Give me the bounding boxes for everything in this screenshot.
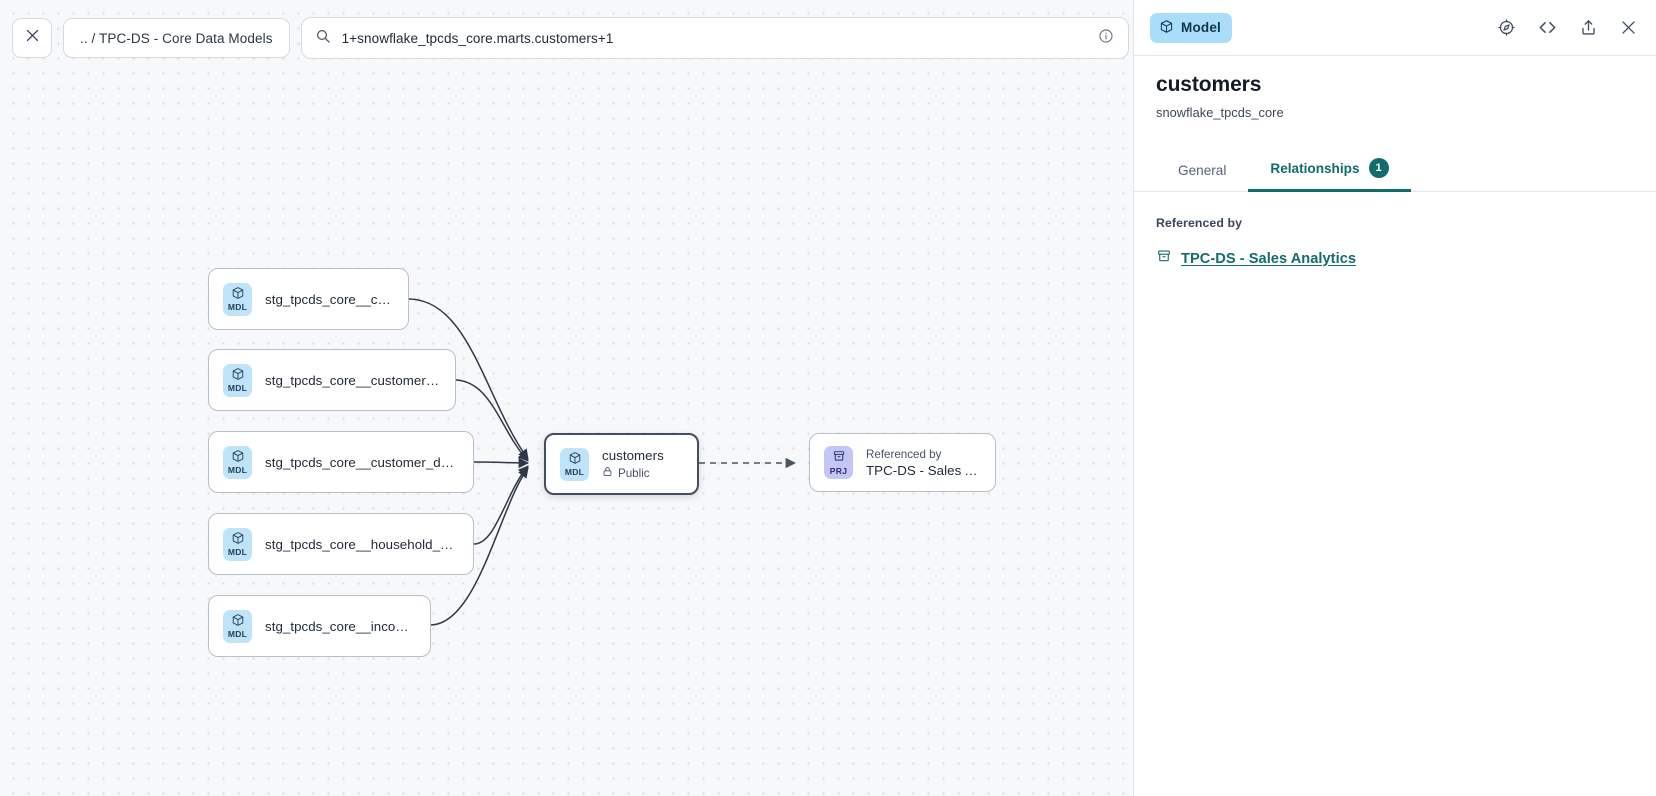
entity-type-label: Model (1181, 20, 1221, 35)
node-text: stg_tpcds_core__customer_address (265, 373, 441, 388)
panel-header-divider (1134, 55, 1656, 56)
node-text: stg_tpcds_core__income_band (265, 619, 416, 634)
graph-node[interactable]: MDL stg_tpcds_core__customer (208, 268, 409, 330)
node-title: TPC-DS - Sales Analytics (866, 462, 981, 478)
code-icon[interactable] (1537, 17, 1558, 38)
panel-subtitle: snowflake_tpcds_core (1156, 105, 1284, 120)
node-title: stg_tpcds_core__customer_address (265, 372, 441, 388)
node-visibility-label: Public (618, 466, 650, 480)
referenced-by-item[interactable]: TPC-DS - Sales Analytics (1156, 248, 1634, 269)
badge-label: MDL (227, 547, 248, 558)
node-text: stg_tpcds_core__customer (265, 292, 394, 307)
node-title: stg_tpcds_core__customer_demogra… (265, 454, 459, 470)
details-panel-header: Model (1134, 0, 1656, 55)
node-title: stg_tpcds_core__customer (265, 291, 394, 307)
model-type-badge: MDL (223, 282, 252, 316)
badge-label: MDL (227, 629, 248, 640)
cube-icon (1159, 19, 1174, 37)
breadcrumb-label: .. / TPC-DS - Core Data Models (80, 30, 273, 46)
node-title: customers (602, 448, 664, 463)
node-title: stg_tpcds_core__income_band (265, 618, 416, 634)
close-lineage-button[interactable] (12, 18, 52, 58)
graph-node-project[interactable]: PRJ Referenced by TPC-DS - Sales Analyti… (809, 433, 996, 492)
badge-label: PRJ (829, 465, 848, 476)
model-type-badge: MDL (560, 447, 589, 481)
lineage-graph: MDL stg_tpcds_core__customer MDL stg_tpc… (208, 268, 996, 657)
panel-heading-block: customers snowflake_tpcds_core (1134, 56, 1656, 120)
node-text: stg_tpcds_core__household_demogr… (265, 537, 459, 552)
panel-tabs: General Relationships 1 (1134, 149, 1656, 192)
graph-node[interactable]: MDL stg_tpcds_core__household_demogr… (208, 513, 474, 575)
tab-relationships-label: Relationships (1270, 160, 1360, 176)
node-text: Referenced by TPC-DS - Sales Analytics (866, 448, 981, 478)
node-visibility: Public (602, 466, 664, 480)
tab-relationships[interactable]: Relationships 1 (1248, 149, 1411, 192)
cube-icon (568, 451, 582, 467)
referenced-by-label: Referenced by (1156, 216, 1243, 230)
model-type-badge: MDL (223, 609, 252, 643)
tab-general-label: General (1178, 163, 1227, 178)
panel-action-bar (1497, 17, 1638, 38)
cube-icon (231, 613, 245, 629)
graph-node[interactable]: MDL stg_tpcds_core__customer_address (208, 349, 456, 411)
model-type-badge: MDL (223, 445, 252, 479)
explore-icon[interactable] (1497, 18, 1516, 37)
tab-relationships-count: 1 (1368, 158, 1389, 178)
page-title: customers (1156, 73, 1262, 96)
project-icon (1156, 248, 1172, 269)
entity-type-chip[interactable]: Model (1150, 12, 1232, 43)
lock-icon (602, 466, 613, 480)
share-icon[interactable] (1579, 18, 1598, 37)
graph-node[interactable]: MDL stg_tpcds_core__customer_demogra… (208, 431, 474, 493)
lineage-search[interactable]: 1+snowflake_tpcds_core.marts.customers+1 (300, 17, 1129, 59)
node-text: stg_tpcds_core__customer_demogra… (265, 455, 459, 470)
cube-icon (231, 367, 245, 383)
search-input[interactable]: 1+snowflake_tpcds_core.marts.customers+1 (341, 30, 614, 46)
breadcrumb[interactable]: .. / TPC-DS - Core Data Models (63, 18, 290, 58)
node-text: customers Public (602, 448, 664, 480)
lineage-canvas[interactable]: .. / TPC-DS - Core Data Models 1+snowfla… (0, 0, 1133, 796)
details-panel: Model customers snowflake_tpcds_co (1133, 0, 1656, 796)
search-icon (315, 28, 331, 49)
cube-icon (231, 449, 245, 465)
canvas-toolbar: .. / TPC-DS - Core Data Models 1+snowfla… (12, 17, 1133, 59)
project-icon (832, 449, 846, 465)
model-type-badge: MDL (223, 363, 252, 397)
badge-label: MDL (227, 302, 248, 313)
model-type-badge: MDL (223, 527, 252, 561)
close-icon[interactable] (1619, 18, 1638, 37)
project-type-badge: PRJ (824, 446, 853, 479)
graph-node-selected[interactable]: MDL customers Public (544, 433, 699, 495)
graph-node[interactable]: MDL stg_tpcds_core__income_band (208, 595, 431, 657)
cube-icon (231, 531, 245, 547)
referenced-by-link-label: TPC-DS - Sales Analytics (1181, 250, 1357, 267)
tab-general[interactable]: General (1156, 154, 1248, 192)
close-icon (24, 27, 41, 49)
node-eyebrow: Referenced by (866, 447, 942, 461)
cube-icon (231, 286, 245, 302)
badge-label: MDL (564, 467, 585, 478)
info-circle-icon[interactable] (1098, 28, 1114, 49)
node-title: stg_tpcds_core__household_demogr… (265, 536, 459, 552)
badge-label: MDL (227, 465, 248, 476)
relationships-body: Referenced by TPC-DS - Sales Analytics (1134, 192, 1656, 269)
badge-label: MDL (227, 383, 248, 394)
